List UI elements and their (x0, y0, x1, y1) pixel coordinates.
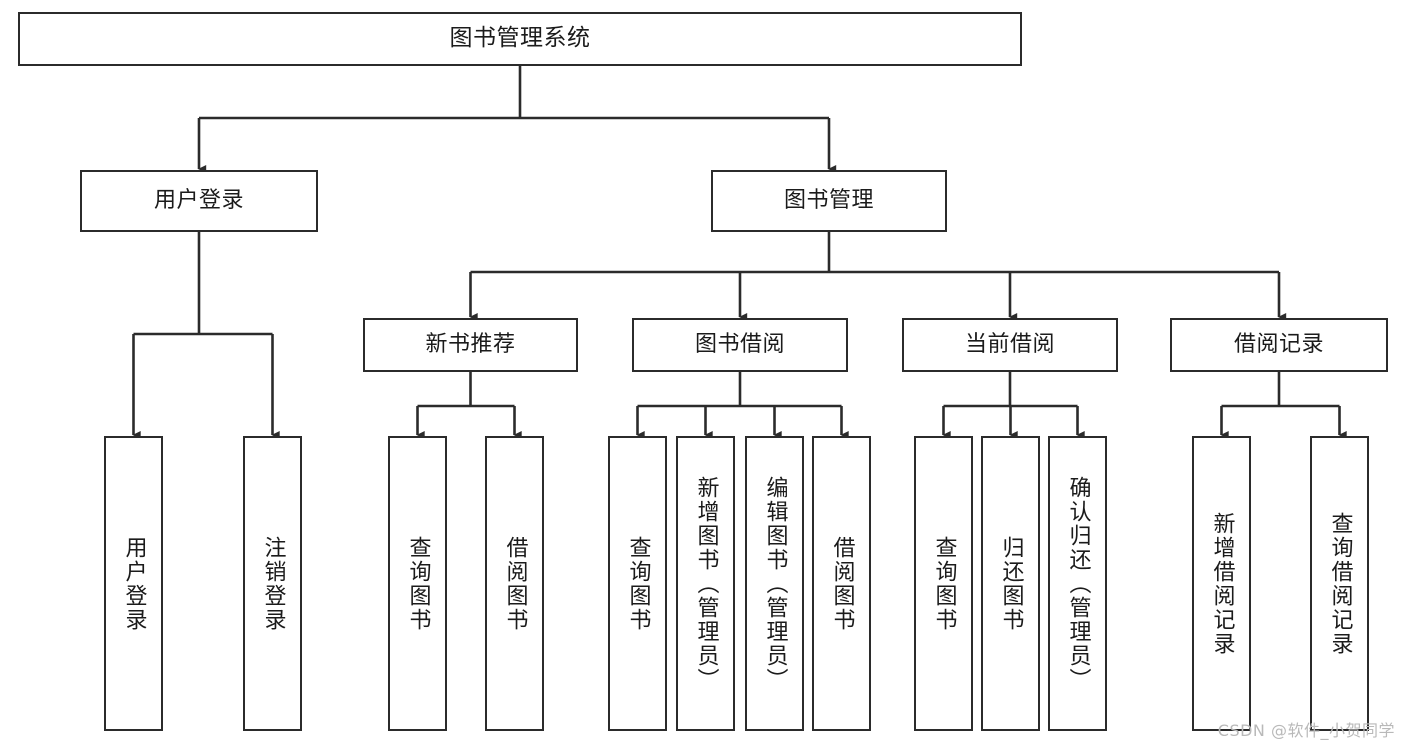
node-label-leaf-query-book-borrow: 查询图书 (625, 535, 651, 632)
node-label-root: 图书管理系统 (449, 25, 591, 52)
node-label-leaf-user-login: 用户登录 (121, 535, 147, 632)
node-label-leaf-borrow-book: 借阅图书 (829, 535, 855, 632)
node-label-new-book-recommend: 新书推荐 (425, 332, 516, 358)
node-label-leaf-query-book-rec: 查询图书 (405, 535, 431, 632)
node-label-leaf-query-book-cur: 查询图书 (931, 535, 957, 632)
node-leaf-edit-book[interactable]: 编辑图书（管理员） (745, 436, 804, 731)
node-leaf-query-record[interactable]: 查询借阅记录 (1310, 436, 1369, 731)
node-label-leaf-borrow-book-rec: 借阅图书 (502, 535, 528, 632)
node-leaf-borrow-book-rec[interactable]: 借阅图书 (485, 436, 544, 731)
node-leaf-query-book-rec[interactable]: 查询图书 (388, 436, 447, 731)
node-new-book-recommend[interactable]: 新书推荐 (363, 318, 578, 372)
node-label-book-manage: 图书管理 (783, 188, 874, 214)
node-current-borrow[interactable]: 当前借阅 (902, 318, 1118, 372)
node-label-leaf-edit-book: 编辑图书（管理员） (762, 475, 788, 692)
node-label-leaf-query-record: 查询借阅记录 (1327, 511, 1353, 656)
node-label-leaf-return-book: 归还图书 (998, 535, 1024, 632)
node-label-current-borrow: 当前借阅 (964, 332, 1055, 358)
node-leaf-return-book[interactable]: 归还图书 (981, 436, 1040, 731)
node-label-user-login: 用户登录 (153, 188, 244, 214)
node-leaf-query-book-borrow[interactable]: 查询图书 (608, 436, 667, 731)
node-leaf-add-book[interactable]: 新增图书（管理员） (676, 436, 735, 731)
node-leaf-user-login[interactable]: 用户登录 (104, 436, 163, 731)
node-label-borrow-record: 借阅记录 (1233, 332, 1324, 358)
node-label-book-borrow: 图书借阅 (694, 332, 785, 358)
node-book-borrow[interactable]: 图书借阅 (632, 318, 848, 372)
node-book-manage[interactable]: 图书管理 (711, 170, 947, 232)
node-label-leaf-add-record: 新增借阅记录 (1209, 511, 1235, 656)
node-label-leaf-confirm-return: 确认归还（管理员） (1065, 475, 1091, 692)
node-leaf-confirm-return[interactable]: 确认归还（管理员） (1048, 436, 1107, 731)
node-label-leaf-logout: 注销登录 (260, 535, 286, 632)
connector-group (132, 66, 1347, 439)
node-borrow-record[interactable]: 借阅记录 (1170, 318, 1388, 372)
node-leaf-borrow-book[interactable]: 借阅图书 (812, 436, 871, 731)
node-label-leaf-add-book: 新增图书（管理员） (693, 475, 719, 692)
node-leaf-query-book-cur[interactable]: 查询图书 (914, 436, 973, 731)
node-leaf-logout[interactable]: 注销登录 (243, 436, 302, 731)
node-leaf-add-record[interactable]: 新增借阅记录 (1192, 436, 1251, 731)
node-root[interactable]: 图书管理系统 (18, 12, 1022, 66)
node-user-login[interactable]: 用户登录 (80, 170, 318, 232)
